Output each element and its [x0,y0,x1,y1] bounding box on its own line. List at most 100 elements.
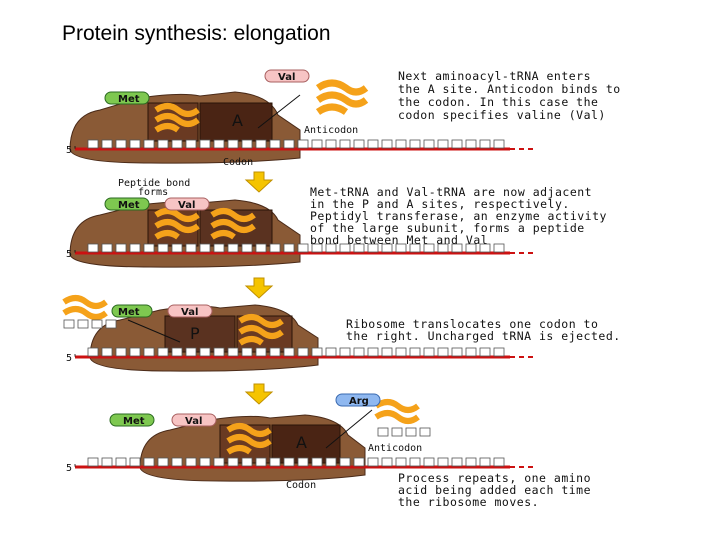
nucleotide-tile [143,347,155,357]
nucleotide-tile [241,457,253,467]
nucleotide-tile [297,347,309,357]
site-label: A [232,111,243,130]
ejected-anticodons [63,319,117,329]
nucleotide-tile [129,139,141,149]
pill-arg-label: Arg [349,396,369,407]
pill-met-label: Met [123,416,145,427]
pill-met [109,413,155,427]
a-site [199,102,273,142]
nucleotide-tile [157,243,169,253]
nucleotide-tile [185,457,197,467]
caption-line: of the large subunit, forms a peptide [310,221,585,235]
nucleotide-tile [377,427,389,437]
nucleotide-tile [213,139,225,149]
nucleotide-tile [395,139,407,149]
nucleotide-tile [115,139,127,149]
pill-val-label: Val [185,416,202,427]
nucleotide-tile [479,139,491,149]
nucleotide-tile [479,243,491,253]
pill-val [264,69,310,83]
trna-met [226,423,272,455]
nucleotide-tile [171,243,183,253]
nucleotide-tile [101,457,113,467]
nucleotide-tile [241,139,253,149]
nucleotide-tile [311,243,323,253]
nucleotide-tile [115,243,127,253]
caption-line: acid being added each time [398,483,591,497]
nucleotide-tile [311,139,323,149]
nucleotide-tile [255,457,267,467]
nucleotide-tile [227,139,239,149]
nucleotide-tile [367,139,379,149]
trna-incoming [374,399,420,424]
pill-met-label: Met [118,307,140,318]
nucleotide-tile [269,457,281,467]
codon-label: Codon [286,480,316,491]
pill-val-label: Val [278,72,295,83]
nucleotide-tile [213,347,225,357]
stage-3: P 5' Met Val Ribosome translocates one c… [62,295,621,372]
nucleotide-tile [297,457,309,467]
caption-1: Next aminoacyl-tRNA enters the A site. A… [398,69,620,122]
pill-val [171,413,217,427]
nucleotide-tile [255,139,267,149]
pointer-line [127,319,181,343]
nucleotide-tile [269,243,281,253]
site-label: P [190,324,200,343]
p-site [164,315,236,353]
anticodon-label: Anticodon [304,125,358,136]
pill-val-label: Val [181,307,198,318]
trna-incoming [315,79,369,115]
nucleotide-tile [493,457,505,467]
nucleotide-tile [339,347,351,357]
nucleotide-tile [465,243,477,253]
pill-met [104,91,150,105]
nucleotide-tile [437,139,449,149]
nucleotide-tile [227,457,239,467]
nucleotide-tile [381,243,393,253]
nucleotide-tile [77,319,89,329]
nucleotide-tile [451,457,463,467]
nucleotide-tile [87,243,99,253]
nucleotide-tile [241,347,253,357]
nucleotide-tile [143,457,155,467]
nucleotide-tile [353,243,365,253]
nucleotide-tile [87,139,99,149]
nucleotide-tile [283,243,295,253]
trna-met [154,103,200,133]
nucleotide-tile [437,457,449,467]
stage-4: A 5' Met Val Arg Anticodon Codon Process… [66,393,591,509]
nucleotide-tile [269,347,281,357]
pill-val [164,197,210,211]
nucleotide-tile [171,139,183,149]
nucleotide-tile [101,139,113,149]
nucleotide-tile [143,139,155,149]
nucleotide-tile [157,347,169,357]
nucleotide-tile [395,457,407,467]
nucleotide-tile [465,457,477,467]
nucleotide-tile [199,347,211,357]
caption-line: the right. Uncharged tRNA is ejected. [346,329,621,343]
nucleotide-tile [91,319,103,329]
nucleotide-tile [451,243,463,253]
nucleotide-tile [115,457,127,467]
nucleotide-tile [405,427,417,437]
nucleotide-tile [479,347,491,357]
nucleotide-tile [479,457,491,467]
nucleotide-tile [367,457,379,467]
nucleotide-tile [339,139,351,149]
nucleotide-tile [241,243,253,253]
trna-met [154,208,200,240]
nucleotide-tile [325,243,337,253]
trna-val [210,208,256,240]
nucleotide-tile [409,139,421,149]
nucleotide-tile [325,457,337,467]
codon-label: Codon [223,157,253,168]
nucleotide-tile [339,243,351,253]
nucleotide-tile [409,243,421,253]
codon-row [87,347,505,357]
nucleotide-tile [419,427,431,437]
nucleotide-tile [395,243,407,253]
nucleotide-tile [269,139,281,149]
nucleotide-tile [353,457,365,467]
